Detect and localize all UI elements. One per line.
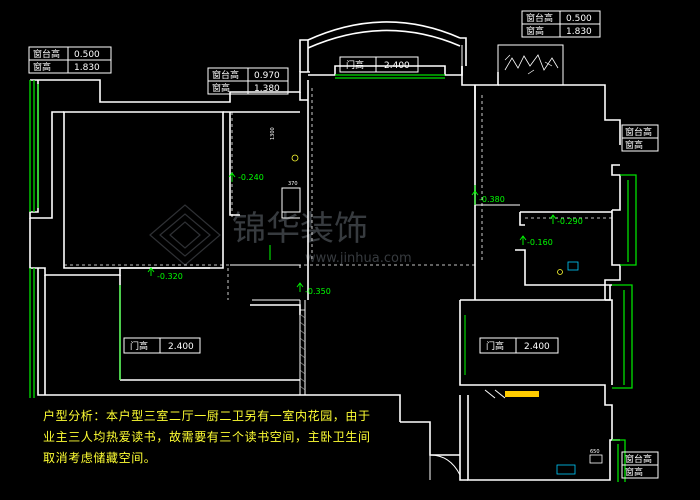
watermark-brand: 锦华装饰 — [232, 209, 368, 249]
level-marker-2: -0.320 — [157, 272, 183, 281]
window-tag-top-left: 窗台高 0.500 窗高 1.830 — [28, 46, 112, 74]
garden-box — [497, 44, 564, 86]
level-marker-5: -0.290 — [557, 217, 583, 226]
floor-plan-analysis: 户型分析：本户型三室二厅一厨二卫另有一室内花园，由于业主三人均热爱读书，故需要有… — [43, 409, 371, 465]
svg-text:1.830: 1.830 — [566, 27, 592, 37]
svg-text:窗台高: 窗台高 — [212, 69, 239, 81]
svg-text:0.970: 0.970 — [254, 71, 280, 81]
svg-text:0.500: 0.500 — [74, 50, 100, 60]
svg-text:窗高: 窗高 — [212, 82, 230, 94]
windows — [29, 74, 637, 482]
svg-text:窗台高: 窗台高 — [526, 12, 553, 24]
svg-text:窗台高: 窗台高 — [625, 453, 652, 465]
svg-text:门高: 门高 — [130, 340, 148, 352]
window-tag-top-right: 窗台高 0.500 窗高 1.830 — [521, 10, 601, 38]
hatch-strip — [299, 309, 306, 396]
door-tag-right: 门高 2.400 — [479, 337, 559, 354]
svg-text:窗高: 窗高 — [33, 61, 51, 73]
level-marker-3: -0.350 — [305, 287, 331, 296]
svg-text:2.400: 2.400 — [524, 342, 550, 352]
dim-1300: 1300 — [270, 127, 276, 140]
window-tag-middle: 窗台高 0.970 窗高 1.380 — [207, 67, 289, 95]
level-markers: -0.240 -0.320 -0.350 -0.380 -0.290 -0.16… — [147, 172, 583, 296]
svg-text:2.400: 2.400 — [384, 61, 410, 71]
svg-text:窗高: 窗高 — [625, 466, 643, 478]
svg-text:1.830: 1.830 — [74, 63, 100, 73]
curved-balcony — [307, 21, 467, 66]
door-arc — [429, 454, 461, 480]
level-marker-4: -0.380 — [479, 195, 505, 204]
svg-text:窗高: 窗高 — [625, 139, 643, 151]
dim-370: 370 — [288, 181, 298, 187]
level-marker-1: -0.240 — [238, 173, 264, 182]
svg-text:1.380: 1.380 — [254, 84, 280, 94]
level-marker-6: -0.160 — [527, 238, 553, 247]
door-tag-top: 门高 2.400 — [339, 56, 419, 73]
svg-text:窗台高: 窗台高 — [625, 126, 652, 138]
window-tag-right: 窗台高 窗高 — [621, 124, 659, 152]
svg-text:0.500: 0.500 — [566, 14, 592, 24]
svg-text:门高: 门高 — [486, 340, 504, 352]
svg-text:窗台高: 窗台高 — [33, 48, 60, 60]
counter-strip — [505, 391, 539, 397]
watermark-logo: 锦华装饰 www.jinhua.com — [149, 204, 412, 266]
dim-650: 650 — [590, 449, 600, 455]
door-tag-left: 门高 2.400 — [123, 337, 201, 354]
fixtures — [291, 154, 603, 475]
svg-text:窗高: 窗高 — [526, 25, 544, 37]
svg-text:门高: 门高 — [346, 59, 364, 71]
window-tag-bottom-right: 窗台高 窗高 — [621, 451, 659, 479]
watermark-url: www.jinhua.com — [305, 251, 412, 266]
svg-text:2.400: 2.400 — [168, 342, 194, 352]
